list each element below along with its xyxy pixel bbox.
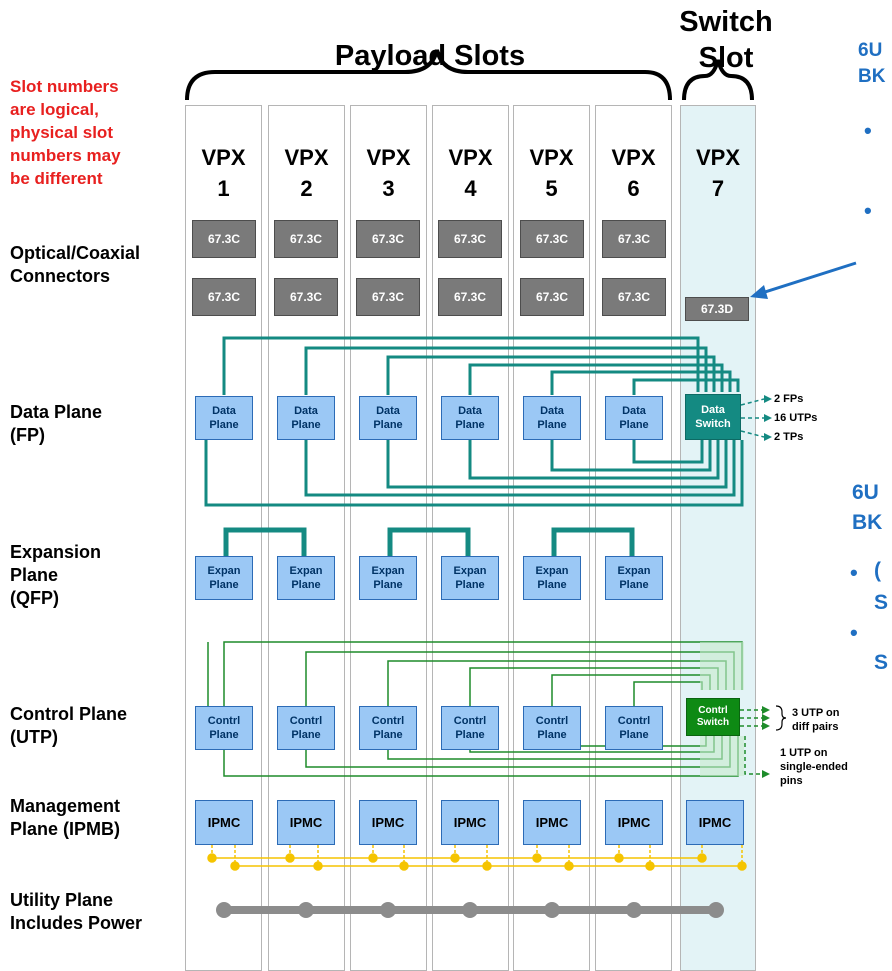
connector-67-3c: 67.3C — [602, 220, 666, 258]
ipmc-box: IPMC — [523, 800, 581, 845]
ipmc-box: IPMC — [277, 800, 335, 845]
connector-67-3c: 67.3C — [438, 220, 502, 258]
ipmc-box: IPMC — [359, 800, 417, 845]
slot-numbers-note: Slot numbers are logical, physical slot … — [10, 75, 185, 190]
connector-67-3c: 67.3C — [274, 220, 338, 258]
connector-67-3d: 67.3D — [685, 297, 749, 321]
connector-67-3c: 67.3C — [520, 220, 584, 258]
plane-label-control: Control Plane(UTP) — [10, 704, 128, 747]
connector-67-3c: 67.3C — [602, 278, 666, 316]
connector-67-3c: 67.3C — [274, 278, 338, 316]
data-output-fps: 2 FPs — [774, 393, 804, 405]
ipmc-box: IPMC — [686, 800, 744, 845]
right-fragment-1: ( — [874, 559, 881, 582]
note-line: numbers may — [10, 146, 121, 165]
note-line: be different — [10, 169, 103, 188]
connector-67-3c: 67.3C — [438, 278, 502, 316]
note-line: Slot numbers — [10, 77, 119, 96]
switch-slot-title-line1: Switch — [679, 6, 773, 38]
connector-67-3c: 67.3C — [356, 220, 420, 258]
payload-brace — [185, 49, 672, 101]
connector-67-3c: 67.3C — [520, 278, 584, 316]
ipmc-box: IPMC — [195, 800, 253, 845]
right-bullet-1: • — [864, 118, 872, 143]
switch-brace — [682, 59, 754, 101]
right-bullet-3: • — [850, 560, 858, 585]
connector-67-3c: 67.3C — [192, 220, 256, 258]
plane-label-data: Data Plane(FP) — [10, 402, 103, 445]
control-output-diff: 3 UTP on diff pairs — [792, 707, 840, 733]
switch-slot-title-line2: Slot — [698, 42, 754, 74]
note-line: are logical, — [10, 100, 99, 119]
right-bullet-4: • — [850, 620, 858, 645]
right-bullet-2: • — [864, 198, 872, 223]
payload-slots-title: Payload Slots — [334, 40, 526, 72]
right-fragment-3: S — [874, 651, 889, 674]
note-line: physical slot — [10, 123, 113, 142]
data-output-tps: 2 TPs — [774, 431, 804, 443]
connector-67-3c: 67.3C — [192, 278, 256, 316]
right-fragment-2: S — [874, 591, 889, 614]
data-output-utps: 16 UTPs — [774, 412, 818, 424]
connector-67-3c: 67.3C — [356, 278, 420, 316]
ipmc-box: IPMC — [441, 800, 499, 845]
control-output-single-ended: 1 UTP on single-ended pins — [780, 747, 848, 787]
ipmc-box: IPMC — [605, 800, 663, 845]
